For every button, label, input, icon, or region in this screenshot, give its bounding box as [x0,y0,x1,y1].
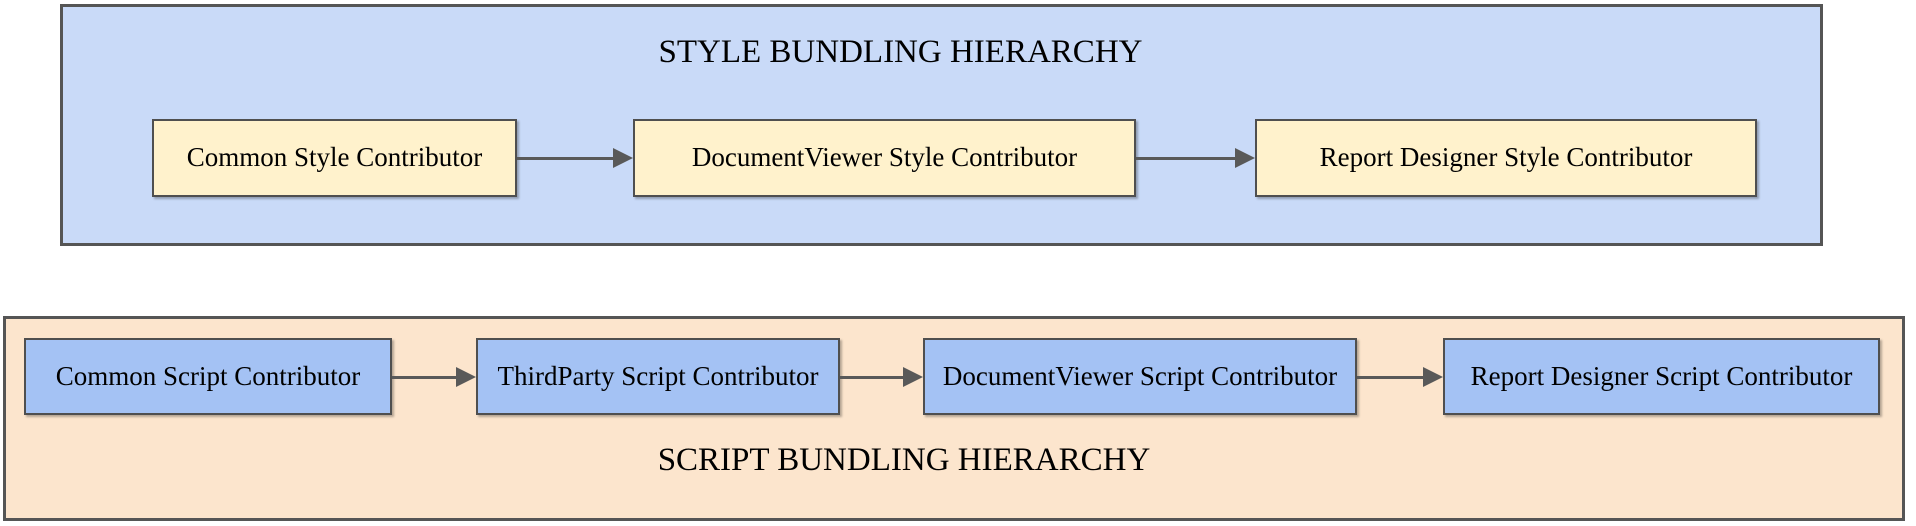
node-documentviewer-style-contributor: DocumentViewer Style Contributor [633,119,1136,197]
arrow-head-icon [903,367,923,387]
arrow-documentviewer-to-report-designer-style [1136,147,1255,169]
arrow-line [840,375,903,379]
arrow-line [1357,375,1423,379]
arrow-documentviewer-to-report-designer-script [1357,366,1443,388]
arrow-thirdparty-to-documentviewer-script [840,366,923,388]
node-label: ThirdParty Script Contributor [497,360,819,391]
arrow-common-to-thirdparty-script [392,366,476,388]
style-bundling-title: STYLE BUNDLING HIERARCHY [658,34,1143,70]
script-bundling-title: SCRIPT BUNDLING HIERARCHY [657,442,1151,478]
arrow-head-icon [613,148,633,168]
node-report-designer-script-contributor: Report Designer Script Contributor [1443,338,1880,415]
arrow-head-icon [1235,148,1255,168]
node-label: Common Style Contributor [186,142,483,173]
script-bundling-group: Common Script Contributor ThirdParty Scr… [3,316,1905,521]
node-label: DocumentViewer Script Contributor [942,360,1338,391]
node-documentviewer-script-contributor: DocumentViewer Script Contributor [923,338,1357,415]
arrow-head-icon [1423,367,1443,387]
node-common-script-contributor: Common Script Contributor [24,338,392,415]
node-label: DocumentViewer Style Contributor [691,142,1078,173]
arrow-line [1136,156,1235,160]
node-report-designer-style-contributor: Report Designer Style Contributor [1255,119,1757,197]
style-bundling-group: STYLE BUNDLING HIERARCHY Common Style Co… [60,4,1823,246]
node-label: Common Script Contributor [55,360,361,391]
node-label: Report Designer Script Contributor [1470,360,1853,391]
arrow-head-icon [456,367,476,387]
arrow-line [517,156,613,160]
node-label: Report Designer Style Contributor [1319,142,1693,173]
arrow-line [392,375,456,379]
node-common-style-contributor: Common Style Contributor [152,119,517,197]
node-thirdparty-script-contributor: ThirdParty Script Contributor [476,338,840,415]
arrow-common-to-documentviewer-style [517,147,633,169]
